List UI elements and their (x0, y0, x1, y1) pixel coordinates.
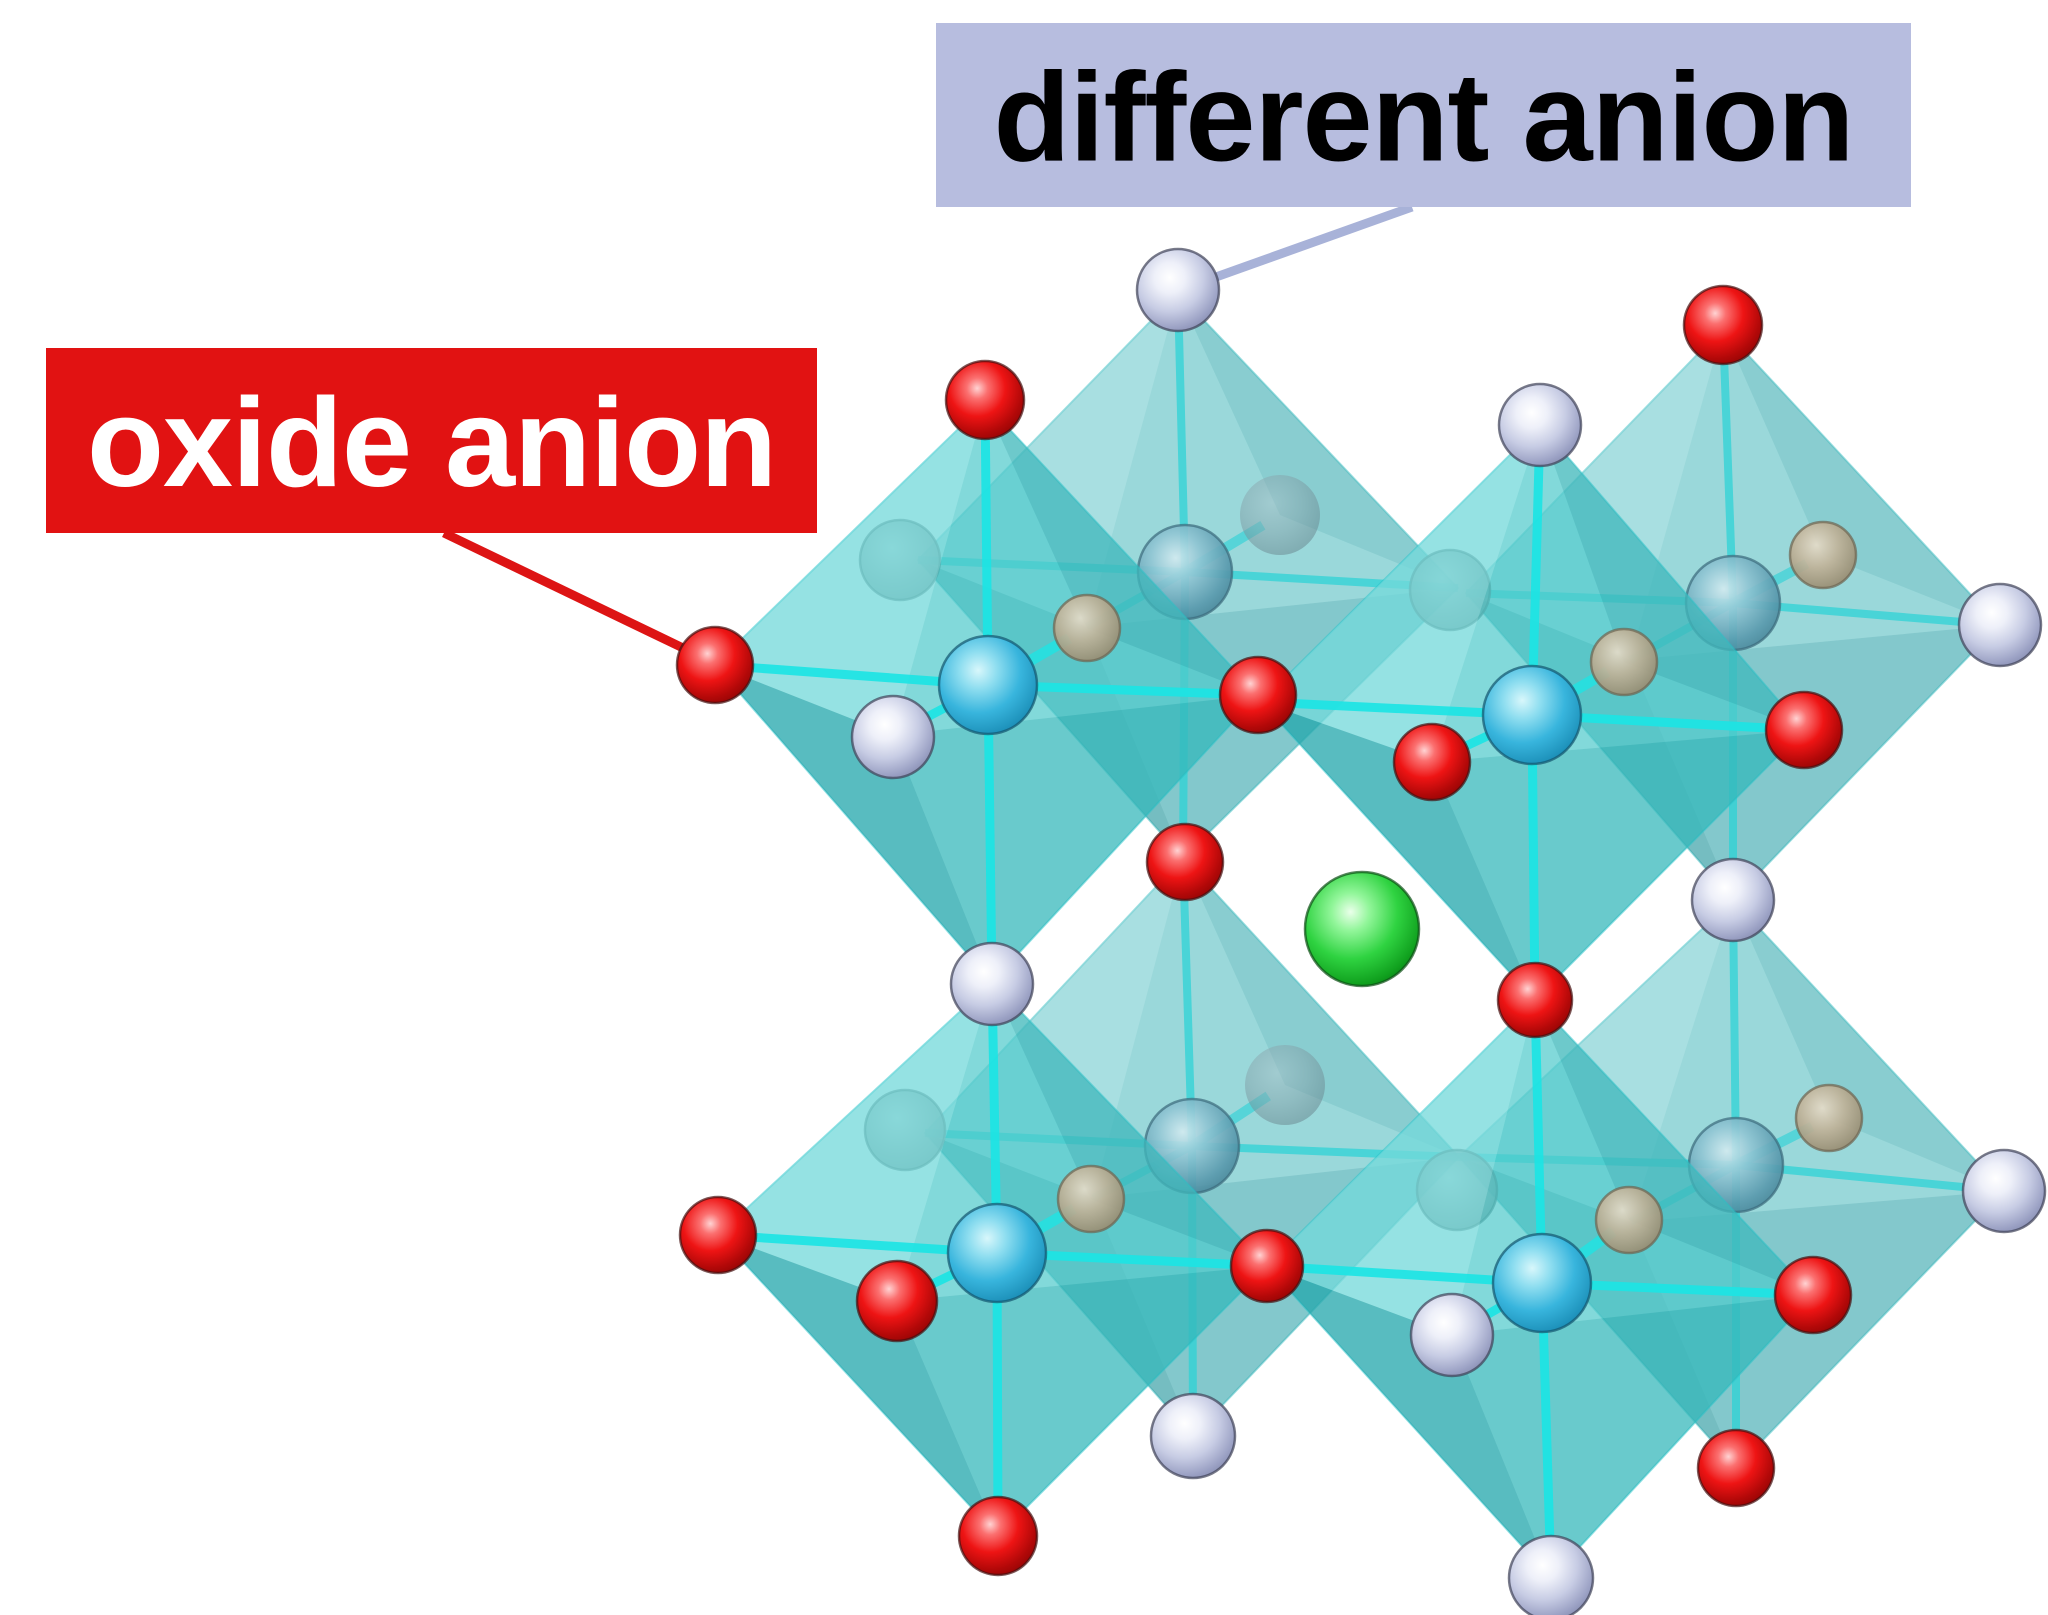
different-anion-label-text: different anion (994, 47, 1854, 188)
atom-oxide-23 (1696, 1428, 1776, 1508)
atom-different-6 (1149, 1392, 1237, 1480)
atom-different-1 (1497, 382, 1583, 468)
atom-bsite-1 (1481, 664, 1583, 766)
atom-tan-10 (1788, 520, 1858, 590)
atom-different-2 (850, 694, 936, 780)
atom-oxide-19 (855, 1259, 939, 1343)
atom-tan-1 (1589, 627, 1659, 697)
oxide-anion-label: oxide anion (46, 348, 817, 533)
atom-bsite-3 (1491, 1232, 1593, 1334)
oxide-anion-label-box (46, 348, 817, 533)
atom-tan-11 (1794, 1083, 1864, 1153)
atoms-through-face (1052, 593, 1664, 1255)
atom-oxide-15 (1764, 690, 1844, 770)
atom-ghost-5 (1245, 1045, 1325, 1125)
atoms-b-cations (937, 634, 1593, 1334)
atom-oxide-21 (957, 1495, 1039, 1577)
leader-line-different-anion (1214, 202, 1414, 282)
atoms-outer (675, 247, 2047, 1615)
atom-different-3 (949, 941, 1035, 1027)
atom-different-4 (1957, 582, 2043, 668)
different-anion-label-box (936, 23, 1911, 207)
atom-tan-2 (1056, 1164, 1126, 1234)
atom-different-5 (1690, 857, 1776, 943)
atom-oxide-20 (1229, 1228, 1305, 1304)
atom-oxide-10 (944, 359, 1026, 441)
atom-oxide-22 (1773, 1255, 1853, 1335)
atom-ghost-4 (1240, 475, 1320, 555)
a-site-cation (1303, 870, 1421, 988)
atom-oxide-13 (1218, 655, 1298, 735)
different-anion-target (1135, 247, 1221, 333)
atom-tan-3 (1594, 1185, 1664, 1255)
atom-tan-0 (1052, 593, 1122, 663)
oxide-anion-label-text: oxide anion (87, 372, 776, 513)
atom-oxide-11 (1682, 284, 1764, 366)
atom-oxide-14 (1392, 722, 1472, 802)
leader-line-oxide-anion (442, 528, 685, 653)
atom-bsite-2 (946, 1202, 1048, 1304)
oxide-anion-target (675, 625, 755, 705)
atom-different-7 (1409, 1292, 1495, 1378)
atom-oxide-16 (1145, 822, 1225, 902)
atom-different-8 (1507, 1534, 1595, 1615)
different-anion-label: different anion (936, 23, 1911, 207)
atom-different-9 (1961, 1148, 2047, 1234)
atom-bsite-0 (937, 634, 1039, 736)
atom-oxide-17 (1496, 961, 1574, 1039)
atom-oxide-18 (678, 1195, 758, 1275)
